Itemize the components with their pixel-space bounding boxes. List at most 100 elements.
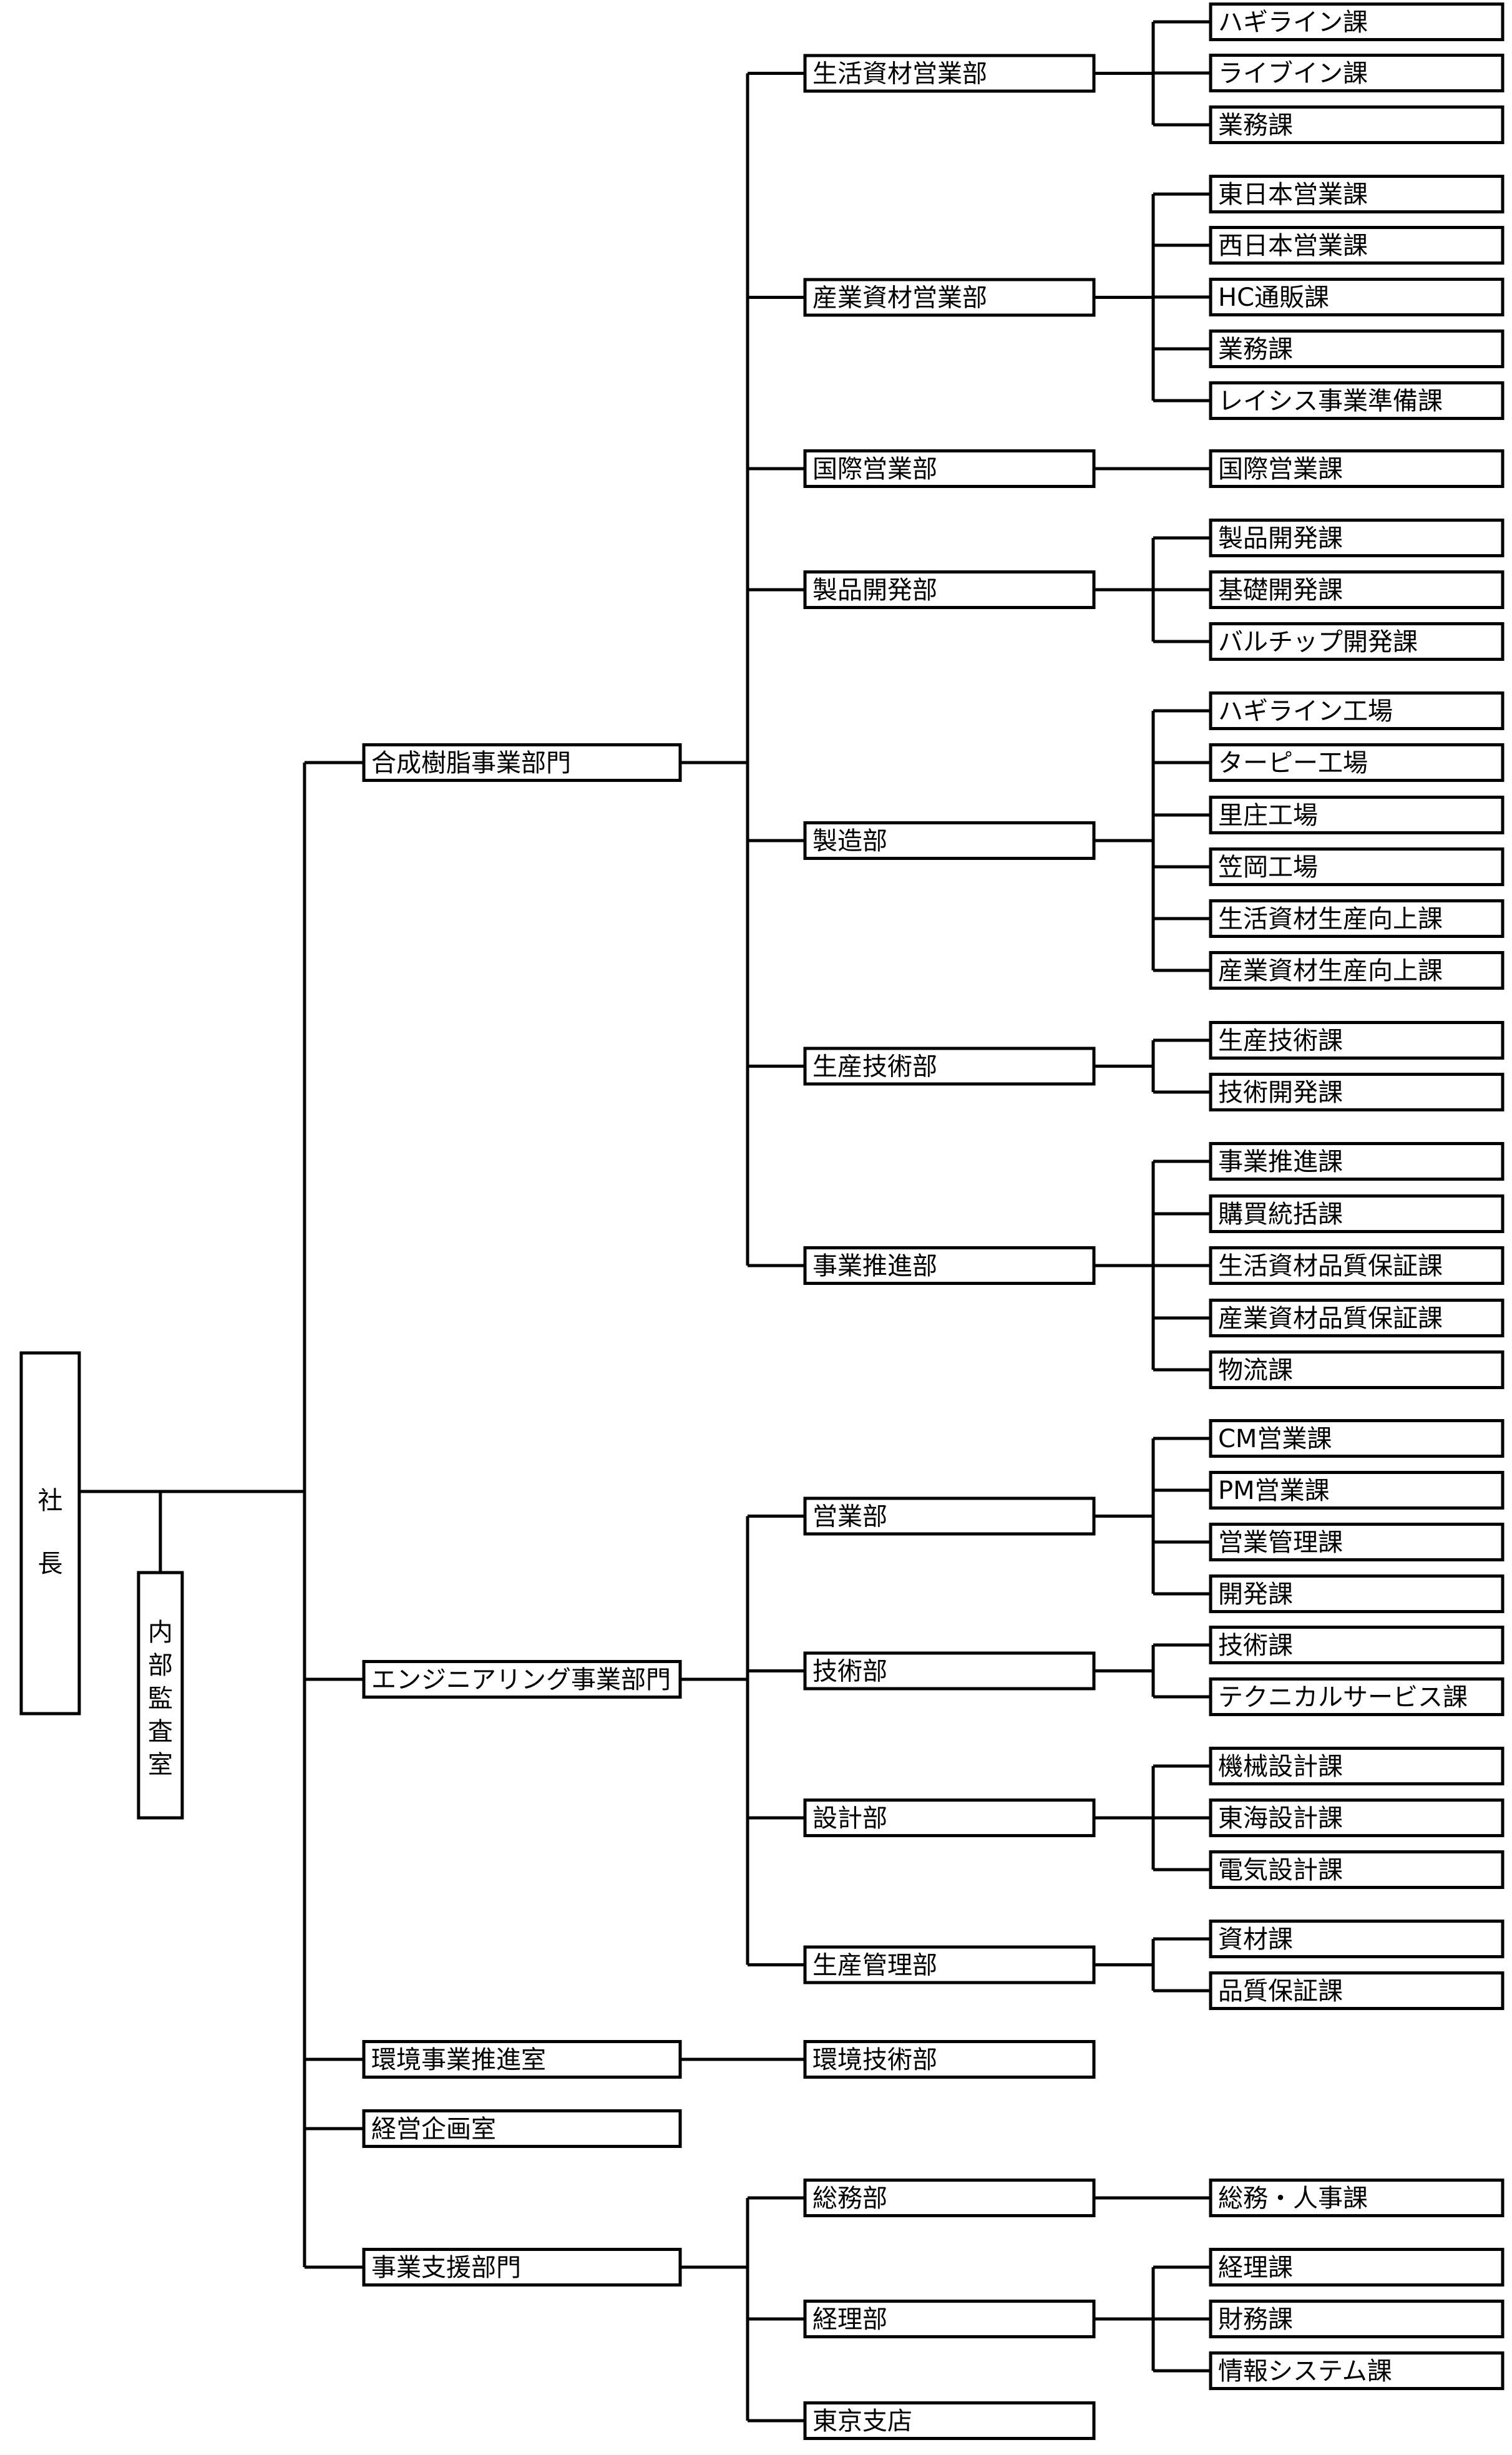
- section-box: 情報システム課: [1209, 2351, 1505, 2390]
- department-box-label: 総務部: [812, 2184, 887, 2213]
- section-box-box: [1209, 226, 1505, 265]
- section-box-box: [1209, 1574, 1505, 1613]
- department-box-label: 東京支店: [812, 2407, 912, 2436]
- section-box-label: レイシス事業準備課: [1218, 387, 1443, 416]
- section-box-label: 品質保証課: [1218, 1977, 1343, 2006]
- section-box: 里庄工場: [1209, 796, 1505, 834]
- department-box-box: [803, 278, 1096, 317]
- section-box-label: 物流課: [1218, 1356, 1293, 1385]
- section-box-label: 機械設計課: [1218, 1752, 1343, 1781]
- section-box: 製品開発課: [1209, 519, 1505, 557]
- division-box-label: 環境事業推進室: [371, 2046, 546, 2074]
- section-box-label: 製品開発課: [1218, 524, 1343, 553]
- division-box: 事業支援部門: [362, 2248, 682, 2287]
- connector-lines: [79, 20, 1211, 2423]
- section-box-label: 生産技術課: [1218, 1027, 1343, 1055]
- section-box: ハギライン工場: [1209, 691, 1505, 730]
- division-box-label: 事業支援部門: [371, 2253, 521, 2282]
- section-box-label: テクニカルサービス課: [1218, 1683, 1468, 1712]
- section-box-box: [1209, 2179, 1505, 2217]
- division-box: 経営企画室: [362, 2109, 682, 2148]
- section-box-label: 西日本営業課: [1218, 232, 1368, 260]
- division-box-label: エンジニアリング事業部門: [371, 1666, 671, 1694]
- section-box-label: ハギライン工場: [1218, 697, 1393, 726]
- section-box: 物流課: [1209, 1350, 1505, 1389]
- section-box-box: [1209, 2300, 1505, 2338]
- department-box: 製品開発部: [803, 570, 1096, 609]
- section-box-box: [1209, 691, 1505, 730]
- department-box: 環境技術部: [803, 2040, 1096, 2079]
- section-box-label: 資材課: [1218, 1925, 1293, 1954]
- department-box: 産業資材営業部: [803, 278, 1096, 317]
- section-box-label: 業務課: [1218, 335, 1293, 364]
- department-box-label: 事業推進部: [812, 1252, 937, 1281]
- department-box-box: [803, 1047, 1096, 1086]
- section-box-box: [1209, 278, 1505, 316]
- section-box-box: [1209, 175, 1505, 213]
- section-box-box: [1209, 1920, 1505, 1958]
- section-box-label: 東日本営業課: [1218, 180, 1368, 209]
- section-box-label: 生活資材生産向上課: [1218, 905, 1443, 934]
- section-box-box: [1209, 2248, 1505, 2287]
- internal-audit-char: 室: [148, 1750, 173, 1779]
- section-box-label: ハギライン課: [1218, 8, 1368, 37]
- department-box: 国際営業部: [803, 449, 1096, 488]
- department-box: 総務部: [803, 2179, 1096, 2217]
- section-box: ターピー工場: [1209, 743, 1505, 782]
- section-box-label: 産業資材生産向上課: [1218, 957, 1443, 985]
- section-box-box: [1209, 1626, 1505, 1664]
- department-box: 生産管理部: [803, 1945, 1096, 1984]
- department-box-box: [803, 2179, 1096, 2217]
- section-box: 品質保証課: [1209, 1971, 1505, 2010]
- department-box-label: 製品開発部: [812, 576, 937, 605]
- department-box-box: [803, 570, 1096, 609]
- section-box: テクニカルサービス課: [1209, 1677, 1505, 1716]
- section-box-label: 里庄工場: [1218, 801, 1318, 830]
- department-box-box: [803, 1246, 1096, 1285]
- section-box-box: [1209, 743, 1505, 782]
- section-box-box: [1209, 796, 1505, 834]
- section-box: 東海設計課: [1209, 1799, 1505, 1837]
- department-box-box: [803, 821, 1096, 860]
- section-box-label: HC通販課: [1218, 283, 1329, 312]
- president-char: 社: [38, 1486, 63, 1515]
- section-box: 財務課: [1209, 2300, 1505, 2338]
- department-box: 事業推進部: [803, 1246, 1096, 1285]
- section-box: 生活資材生産向上課: [1209, 899, 1505, 938]
- section-box: 機械設計課: [1209, 1747, 1505, 1785]
- section-box-label: 財務課: [1218, 2305, 1293, 2334]
- section-box: レイシス事業準備課: [1209, 381, 1505, 420]
- section-box-box: [1209, 1747, 1505, 1785]
- department-box: 生産技術部: [803, 1047, 1096, 1086]
- section-box: ハギライン課: [1209, 2, 1505, 41]
- division-box: 環境事業推進室: [362, 2040, 682, 2079]
- section-box: 資材課: [1209, 1920, 1505, 1958]
- section-box-box: [1209, 847, 1505, 886]
- section-box-box: [1209, 1971, 1505, 2010]
- section-box-box: [1209, 1850, 1505, 1889]
- department-box-label: 生活資材営業部: [812, 60, 987, 89]
- section-box-label: 事業推進課: [1218, 1148, 1343, 1176]
- department-box-label: 経理部: [812, 2305, 887, 2334]
- division-box-box: [362, 1660, 682, 1699]
- department-box-label: 技術部: [812, 1657, 887, 1686]
- section-box-box: [1209, 622, 1505, 661]
- division-box: 合成樹脂事業部門: [362, 743, 682, 782]
- division-box-box: [362, 2040, 682, 2079]
- section-box-box: [1209, 1142, 1505, 1181]
- section-box-label: 開発課: [1218, 1580, 1293, 1609]
- section-box-label: 購買統括課: [1218, 1200, 1343, 1229]
- section-box-label: 産業資材品質保証課: [1218, 1304, 1443, 1333]
- department-box-box: [803, 54, 1096, 93]
- department-box-box: [803, 2040, 1096, 2079]
- section-box-box: [1209, 54, 1505, 92]
- section-box-box: [1209, 570, 1505, 609]
- section-box-label: CM営業課: [1218, 1425, 1332, 1453]
- department-box-label: 営業部: [812, 1503, 887, 1531]
- section-box: 電気設計課: [1209, 1850, 1505, 1889]
- section-box: 東日本営業課: [1209, 175, 1505, 213]
- section-box: 産業資材品質保証課: [1209, 1299, 1505, 1337]
- section-box-box: [1209, 1246, 1505, 1285]
